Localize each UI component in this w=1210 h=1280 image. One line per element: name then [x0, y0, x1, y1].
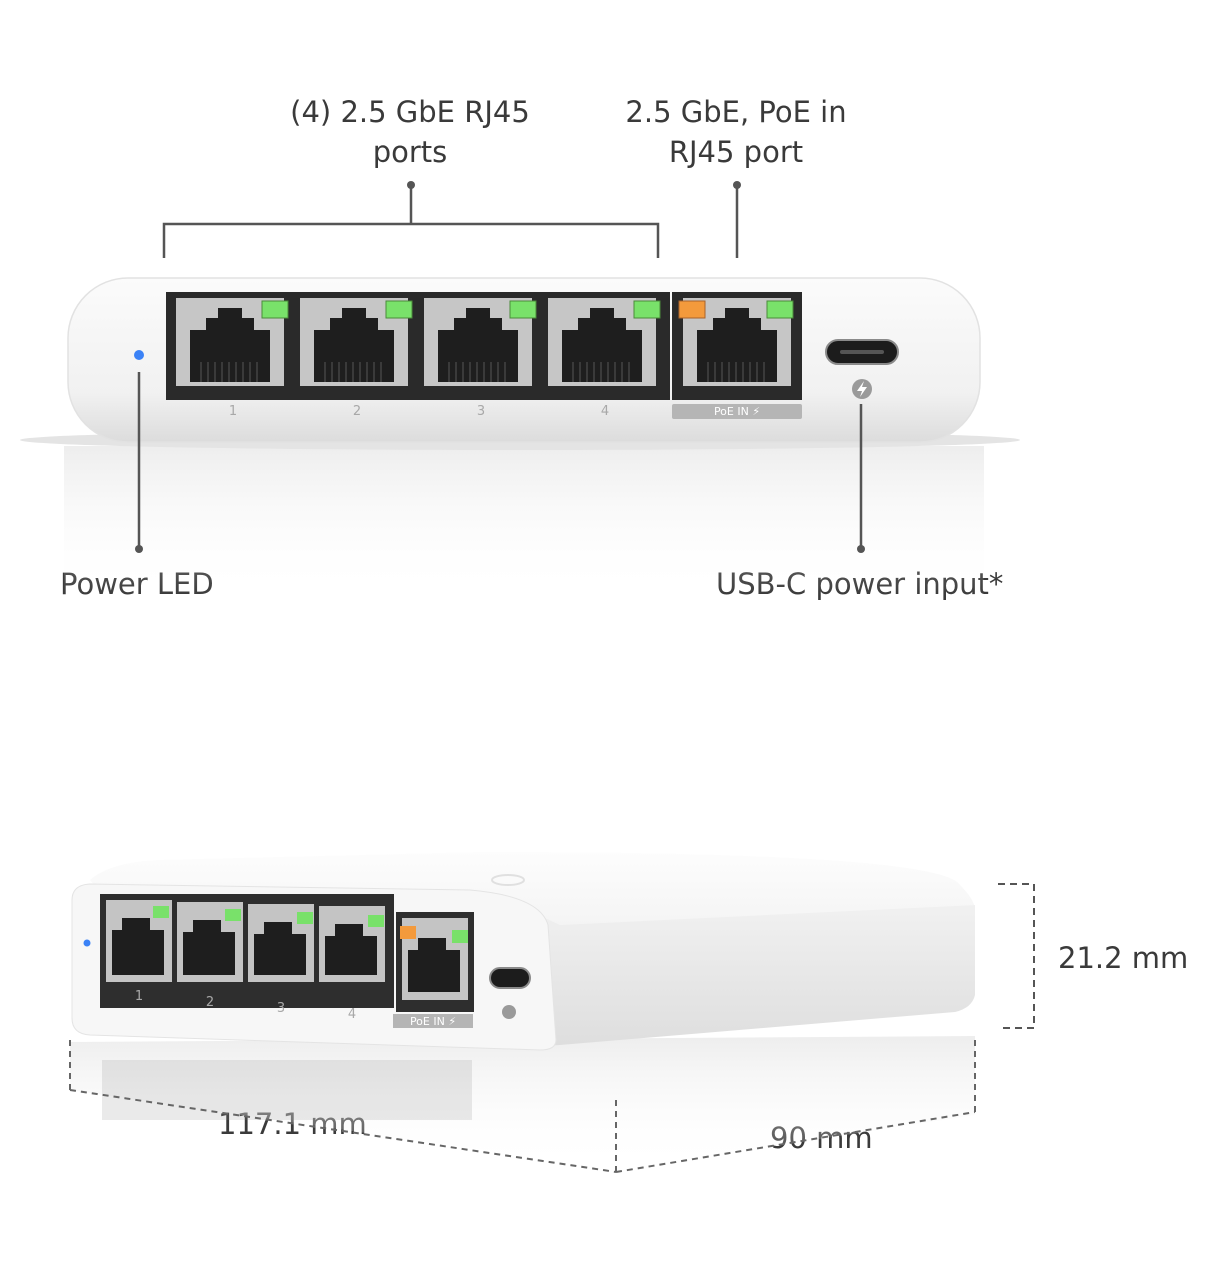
poe-tag-text: PoE IN ⚡ — [714, 405, 760, 418]
height-dimension-label: 21.2 mm — [1058, 941, 1189, 975]
port-number-2: 2 — [353, 404, 361, 419]
ports-callout-label: (4) 2.5 GbE RJ45 ports — [260, 92, 560, 172]
iso-reflection-ports — [102, 1060, 472, 1120]
poe-callout-line1: 2.5 GbE, PoE in — [625, 95, 847, 129]
iso-usbc-port — [489, 967, 531, 989]
link-leds — [261, 300, 661, 319]
usbc-callout-line — [857, 404, 865, 553]
ports-bracket-dot — [407, 181, 415, 189]
ports-callout-line2: ports — [372, 135, 448, 169]
poe-led — [678, 300, 706, 319]
port-number-1: 1 — [229, 404, 237, 419]
ports-bracket — [162, 186, 660, 258]
iso-rj45-ports — [106, 900, 385, 982]
footprint-dimension-lines — [69, 1040, 976, 1173]
iso-poe-tag-text: PoE IN ⚡ — [410, 1015, 456, 1028]
iso-top-surface — [90, 852, 975, 935]
poe-callout-label: 2.5 GbE, PoE in RJ45 port — [596, 92, 876, 172]
iso-port-number-2: 2 — [206, 995, 214, 1010]
power-led-callout-line — [135, 372, 143, 553]
iso-right-side — [470, 896, 975, 1046]
iso-bolt-icon — [502, 1005, 516, 1019]
iso-port-number-3: 3 — [277, 1001, 285, 1016]
poe-tag — [672, 404, 802, 419]
poe-callout-line2: RJ45 port — [668, 135, 804, 169]
iso-reflection — [70, 1036, 975, 1170]
iso-poe-jack — [408, 938, 460, 992]
device-reflection — [64, 446, 984, 596]
ports-callout-line1: (4) 2.5 GbE RJ45 — [290, 95, 530, 129]
iso-port-number-1: 1 — [135, 989, 143, 1004]
poe-callout-line — [733, 181, 741, 258]
iso-port-number-4: 4 — [348, 1007, 356, 1022]
port-number-3: 3 — [477, 404, 485, 419]
height-dimension-bracket — [998, 883, 1035, 1029]
iso-poe-led — [400, 926, 416, 939]
usbc-port-tongue — [840, 350, 884, 354]
iso-poe-tag — [393, 1014, 473, 1028]
bolt-icon-glyph — [857, 381, 867, 397]
poe-link-led — [766, 300, 794, 319]
power-led — [134, 350, 144, 360]
ubiquiti-logo-icon — [491, 874, 525, 886]
port-number-4: 4 — [601, 404, 609, 419]
iso-power-led — [83, 939, 91, 947]
iso-poe-link-led — [452, 930, 468, 943]
